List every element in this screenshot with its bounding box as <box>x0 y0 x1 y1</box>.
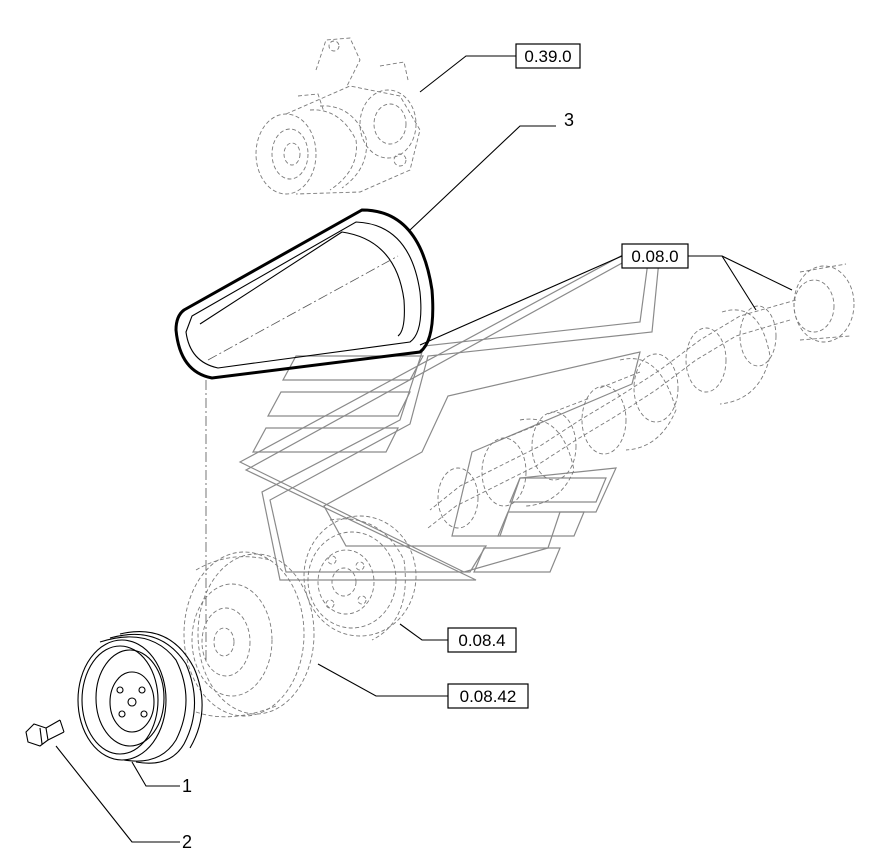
ref-box-0-39-0[interactable]: 0.39.0 <box>515 43 581 69</box>
ref-label-0-39-0: 0.39.0 <box>524 47 571 66</box>
crankshaft-pulley-part <box>183 551 315 718</box>
pulley-part <box>77 630 203 764</box>
ref-label-0-08-42: 0.08.42 <box>460 687 517 706</box>
compressor-part <box>255 37 421 195</box>
ref-box-0-08-42[interactable]: 0.08.42 <box>447 683 529 709</box>
leader-lines <box>55 55 793 843</box>
ref-box-0-08-4[interactable]: 0.08.4 <box>447 627 517 653</box>
ref-box-0-08-0[interactable]: 0.08.0 <box>621 243 689 269</box>
vibration-damper-part <box>303 515 417 641</box>
drive-belt-part <box>174 208 435 380</box>
ref-label-0-08-4: 0.08.4 <box>458 631 505 650</box>
item-number-2: 2 <box>182 832 192 852</box>
crankshaft-part <box>427 263 855 529</box>
watermark-logo <box>238 249 661 581</box>
ref-label-0-08-0: 0.08.0 <box>631 247 678 266</box>
item-number-3: 3 <box>564 110 574 130</box>
bolt-part <box>25 719 65 747</box>
item-number-1: 1 <box>182 776 192 796</box>
